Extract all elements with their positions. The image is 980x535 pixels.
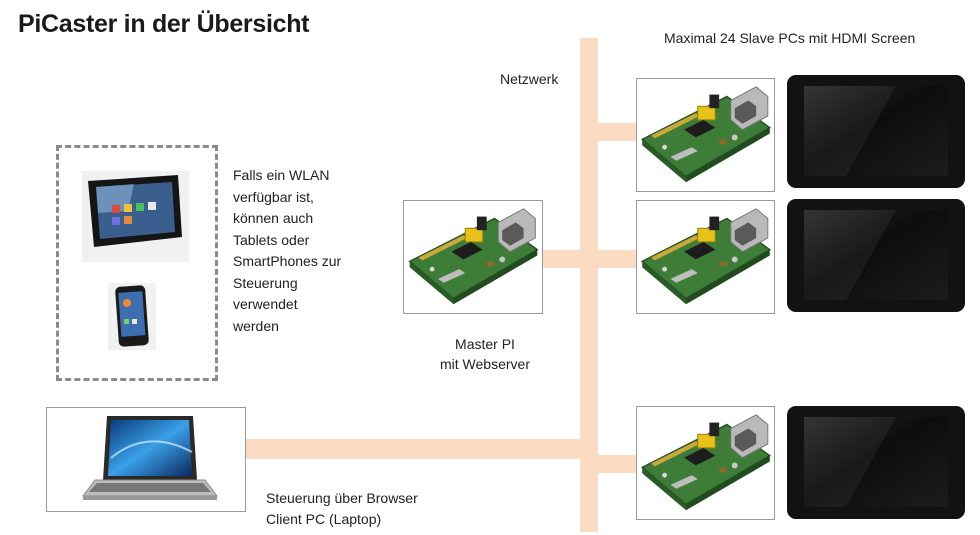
phone-image xyxy=(108,283,156,350)
client-label: Steuerung über Browser Client PC (Laptop… xyxy=(266,490,418,527)
page-title: PiCaster in der Übersicht xyxy=(18,10,310,38)
tablet-image xyxy=(82,171,189,262)
screen-icon xyxy=(786,74,966,189)
network-backbone xyxy=(580,38,598,532)
slaves-label: Maximal 24 Slave PCs mit HDMI Screen xyxy=(664,30,916,46)
hdmi-screen-1 xyxy=(786,74,966,189)
wlan-description: Falls ein WLAN verfügbar ist, können auc… xyxy=(233,167,342,334)
tablet-icon xyxy=(88,175,182,247)
network-link-master-slave-2 xyxy=(540,250,638,268)
network-link-laptop xyxy=(245,439,583,459)
raspberry-pi-icon xyxy=(637,201,774,313)
network-link-slave-3 xyxy=(598,455,638,473)
smartphone-icon xyxy=(115,285,149,347)
raspberry-pi-icon xyxy=(404,201,542,313)
raspberry-pi-icon xyxy=(637,407,774,519)
master-pi-label: Master PI mit Webserver xyxy=(440,336,530,372)
screen-icon xyxy=(786,405,966,520)
slave-pi-2 xyxy=(636,200,775,314)
network-link-slave-1 xyxy=(598,123,638,141)
hdmi-screen-2 xyxy=(786,198,966,313)
master-pi xyxy=(403,200,543,314)
laptop-icon xyxy=(82,416,218,500)
network-label: Netzwerk xyxy=(500,71,559,87)
slave-pi-1 xyxy=(636,78,775,192)
raspberry-pi-icon xyxy=(637,79,774,191)
client-laptop xyxy=(46,407,246,512)
screen-icon xyxy=(786,198,966,313)
slave-pi-3 xyxy=(636,406,775,520)
hdmi-screen-3 xyxy=(786,405,966,520)
wlan-devices-group xyxy=(56,145,218,381)
